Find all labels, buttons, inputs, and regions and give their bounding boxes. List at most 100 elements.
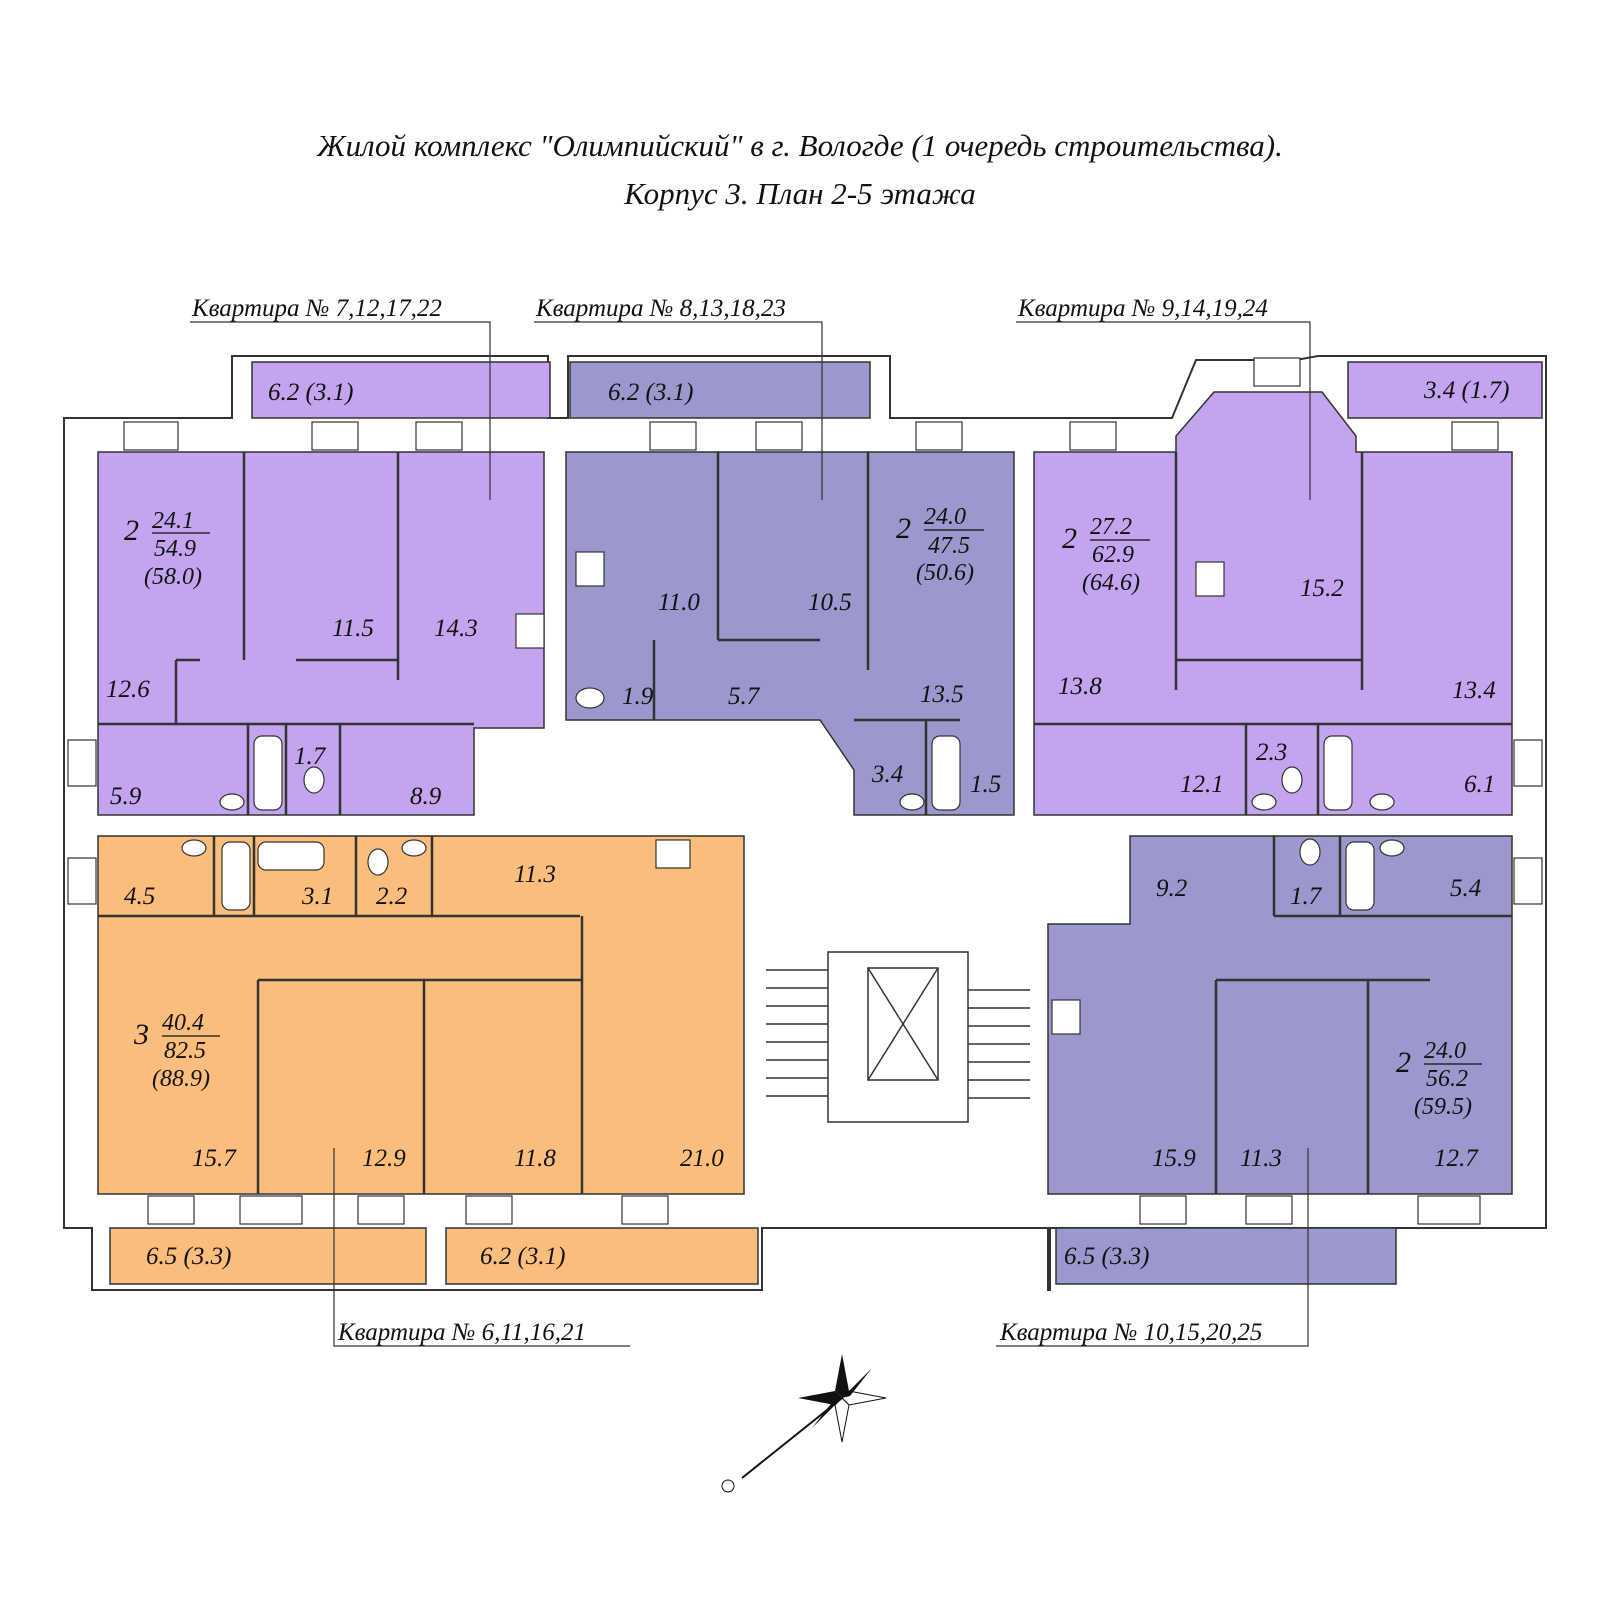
room-area: 12.1 bbox=[1180, 771, 1224, 798]
room-area: 4.5 bbox=[124, 883, 155, 910]
svg-text:54.9: 54.9 bbox=[154, 536, 196, 562]
sink-icon bbox=[181, 839, 207, 857]
apartment-summary-7: 2 24.1 54.9 (58.0) bbox=[124, 508, 210, 590]
toilet-icon bbox=[1299, 838, 1321, 866]
room-area: 2.3 bbox=[1256, 739, 1287, 766]
toilet-icon bbox=[1281, 766, 1303, 794]
room-areas: 6.2 (3.1) 12.6 11.5 14.3 5.9 1.7 8.9 6.2… bbox=[106, 377, 1509, 1270]
apartment-7[interactable] bbox=[97, 361, 551, 816]
svg-text:27.2: 27.2 bbox=[1090, 514, 1132, 540]
svg-text:2: 2 bbox=[1062, 522, 1077, 555]
bathtub-icon bbox=[1345, 841, 1375, 911]
stove-icon bbox=[655, 839, 691, 869]
sink-icon bbox=[1369, 793, 1395, 811]
room-area: 15.9 bbox=[1152, 1145, 1196, 1172]
svg-text:2: 2 bbox=[896, 512, 911, 545]
balcony bbox=[1055, 1227, 1397, 1285]
room-area: 2.2 bbox=[376, 883, 407, 910]
apartment-area bbox=[1047, 835, 1513, 1195]
room-area: 11.8 bbox=[514, 1145, 556, 1172]
room-area: 3.1 bbox=[301, 883, 333, 910]
svg-text:(59.5): (59.5) bbox=[1414, 1094, 1472, 1120]
apartment-label-6: Квартира № 6,11,16,21 bbox=[337, 1319, 586, 1346]
plan-title: Жилой комплекс "Олимпийский" в г. Вологд… bbox=[317, 128, 1283, 163]
room-area: 11.5 bbox=[332, 615, 374, 642]
bathtub-icon bbox=[257, 841, 325, 871]
room-area: 3.4 (1.7) bbox=[1423, 377, 1509, 404]
room-area: 9.2 bbox=[1156, 875, 1187, 902]
svg-text:24.0: 24.0 bbox=[924, 504, 966, 530]
room-area: 15.7 bbox=[192, 1145, 237, 1172]
room-area: 3.4 bbox=[871, 761, 903, 788]
balcony bbox=[569, 361, 871, 419]
stove-icon bbox=[515, 613, 545, 649]
room-area: 6.1 bbox=[1464, 771, 1495, 798]
room-area: 5.7 bbox=[728, 683, 761, 710]
room-area: 1.7 bbox=[1290, 883, 1323, 910]
stair-core bbox=[766, 951, 1030, 1123]
room-area: 6.5 (3.3) bbox=[146, 1243, 231, 1270]
stove-icon bbox=[1195, 561, 1225, 597]
windows bbox=[67, 357, 1543, 1225]
room-area: 21.0 bbox=[680, 1145, 724, 1172]
room-area: 8.9 bbox=[410, 783, 442, 810]
apartment-9[interactable] bbox=[1033, 361, 1543, 816]
room-area: 13.8 bbox=[1058, 673, 1102, 700]
toilet-icon bbox=[303, 766, 325, 794]
room-area: 6.5 (3.3) bbox=[1064, 1243, 1149, 1270]
balcony bbox=[251, 361, 551, 419]
bathtub-icon bbox=[931, 735, 961, 811]
room-area: 1.7 bbox=[294, 743, 327, 770]
room-area: 1.5 bbox=[970, 771, 1001, 798]
sink-icon bbox=[1251, 793, 1277, 811]
stove-icon bbox=[575, 551, 605, 587]
apartment-area bbox=[1033, 391, 1513, 816]
sink-icon bbox=[1379, 839, 1405, 857]
balcony bbox=[1347, 361, 1543, 419]
apartment-label-9: Квартира № 9,14,19,24 bbox=[1017, 295, 1268, 322]
room-area: 6.2 (3.1) bbox=[268, 379, 353, 406]
room-area: 12.9 bbox=[362, 1145, 406, 1172]
balcony bbox=[109, 1227, 427, 1285]
apartment-summary-10: 2 24.0 56.2 (59.5) bbox=[1396, 1038, 1482, 1120]
svg-text:62.9: 62.9 bbox=[1092, 542, 1134, 568]
room-area: 11.3 bbox=[514, 861, 556, 888]
room-area: 6.2 (3.1) bbox=[608, 379, 693, 406]
sink-icon bbox=[219, 793, 245, 811]
svg-text:40.4: 40.4 bbox=[162, 1010, 204, 1036]
apartment-summary-6: 3 40.4 82.5 (88.9) bbox=[133, 1010, 220, 1092]
room-area: 14.3 bbox=[434, 615, 478, 642]
plan-subtitle: Корпус 3. План 2-5 этажа bbox=[624, 176, 976, 211]
sink-icon bbox=[401, 839, 427, 857]
svg-text:3: 3 bbox=[133, 1018, 149, 1051]
apartment-label-10: Квартира № 10,15,20,25 bbox=[999, 1319, 1262, 1346]
room-area: 5.4 bbox=[1450, 875, 1481, 902]
apartment-label-7: Квартира № 7,12,17,22 bbox=[191, 295, 442, 322]
stair-icon bbox=[766, 969, 1030, 1099]
room-area: 12.6 bbox=[106, 676, 150, 703]
bathtub-icon bbox=[253, 735, 283, 811]
apartment-8[interactable] bbox=[565, 361, 1015, 816]
room-area: 15.2 bbox=[1300, 575, 1344, 602]
apartment-summary-9: 2 27.2 62.9 (64.6) bbox=[1062, 514, 1150, 596]
apartment-area bbox=[565, 451, 1015, 816]
svg-text:(64.6): (64.6) bbox=[1082, 570, 1140, 596]
room-area: 10.5 bbox=[808, 589, 852, 616]
bathtub-icon bbox=[1323, 735, 1353, 811]
svg-text:2: 2 bbox=[124, 514, 139, 547]
room-area: 12.7 bbox=[1434, 1145, 1479, 1172]
room-area: 13.4 bbox=[1452, 677, 1496, 704]
apartment-10[interactable] bbox=[1047, 835, 1513, 1285]
apartment-6[interactable] bbox=[97, 835, 759, 1285]
bathtub-icon bbox=[221, 841, 251, 911]
svg-text:(58.0): (58.0) bbox=[144, 564, 202, 590]
toilet-icon bbox=[367, 848, 389, 876]
svg-text:(50.6): (50.6) bbox=[916, 560, 974, 586]
svg-text:47.5: 47.5 bbox=[928, 533, 970, 559]
svg-text:56.2: 56.2 bbox=[1426, 1066, 1468, 1092]
elevator-icon bbox=[867, 967, 939, 1081]
svg-text:2: 2 bbox=[1396, 1046, 1411, 1079]
apartment-summary-8: 2 24.0 47.5 (50.6) bbox=[896, 504, 984, 586]
room-area: 5.9 bbox=[110, 783, 142, 810]
